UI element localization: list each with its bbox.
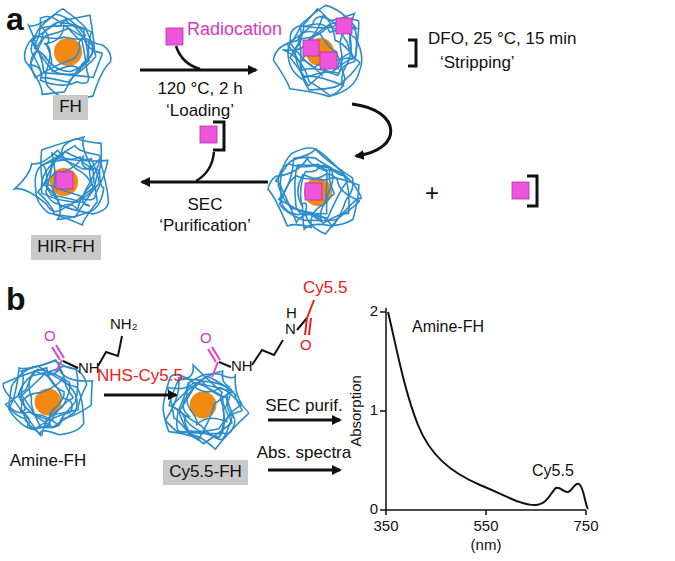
axis-unit: (nm): [471, 537, 502, 554]
tick-label: 2: [370, 303, 378, 320]
dfo-bracket: [213, 122, 224, 150]
polymer-coil: [35, 15, 95, 71]
dye-label: Cy5.5: [303, 279, 347, 298]
polymer-coil: [44, 25, 111, 98]
stripping-arrow: [352, 104, 391, 156]
plus-sign: +: [425, 180, 439, 206]
polymer-coil: [279, 149, 353, 227]
radiocation-square: [56, 172, 73, 189]
polymer-coil: [52, 153, 104, 219]
box-text: HIR-FH: [37, 238, 95, 257]
polymer-coil: [30, 29, 89, 86]
step-label: ‘Stripping’: [440, 54, 515, 73]
panel-letter: b: [6, 282, 26, 317]
step-label: ‘Purification’: [159, 217, 251, 236]
reagent-label: NHS-Cy5.5: [97, 367, 183, 386]
atom-label: NH₂: [110, 316, 138, 333]
tick-label: 350: [373, 518, 398, 535]
axis-title: Absorption: [348, 375, 365, 447]
radiocation-square: [166, 28, 183, 45]
condition-label: 120 °C, 2 h: [157, 80, 242, 99]
particle-label: Amine-FH: [10, 452, 87, 471]
tick-label: 550: [473, 518, 498, 535]
step-label: Abs. spectra: [257, 444, 352, 463]
tick-label: 750: [573, 518, 598, 535]
atom-label: O: [200, 330, 212, 347]
tick-label: 1: [370, 402, 378, 419]
label-box: HIR-FH: [31, 235, 101, 260]
atom-label: NH: [78, 360, 100, 377]
dfo-bracket: [527, 176, 537, 206]
method-label: SEC: [188, 196, 223, 215]
box-text: Cy5.5-FH: [169, 463, 242, 482]
curve-label: Cy5.5: [532, 462, 574, 480]
reagent-label: Radiocation: [187, 20, 282, 40]
chart-axes: [380, 308, 586, 515]
label-box: FH: [53, 95, 88, 120]
polymer-coil: [283, 16, 362, 96]
radiocation-square: [305, 183, 322, 200]
polymer-coil: [276, 157, 333, 222]
label-box: Cy5.5-FH: [163, 460, 248, 485]
outgoing-line: [196, 152, 214, 181]
atom-label: O: [44, 328, 56, 345]
step-label: SEC purif.: [265, 397, 342, 416]
conjugation-arrow: [104, 394, 176, 397]
radiocation-square: [512, 182, 529, 199]
tick-label: 0: [370, 501, 378, 518]
atom-label: N: [285, 321, 296, 338]
absorption-curve: [388, 312, 588, 509]
atom-label: H: [286, 305, 297, 322]
condition-label: DFO, 25 °C, 15 min: [428, 30, 577, 49]
incoming-line: [176, 46, 200, 69]
polymer-coil: [29, 370, 92, 428]
dfo-bracket: [408, 40, 416, 66]
polymer-coil: [3, 368, 64, 429]
polymer-coil: [268, 158, 327, 227]
radiocation-square: [200, 126, 217, 143]
atom-label: NH: [231, 358, 253, 375]
radiocation-square: [320, 52, 337, 69]
radiocation-square: [336, 18, 352, 34]
sec-arrow: [268, 419, 340, 422]
purification-arrow: [142, 181, 268, 184]
step-label: ‘Loading’: [166, 102, 234, 121]
atom-label: O: [300, 337, 312, 354]
cy55-linker: [208, 300, 314, 377]
box-text: FH: [59, 98, 82, 117]
polymer-coil: [5, 369, 70, 435]
panel-letter: a: [6, 2, 24, 37]
radiocation-square: [303, 40, 319, 56]
curve-label: Amine-FH: [412, 318, 484, 336]
spectra-arrow: [268, 469, 340, 472]
nanoparticles: [3, 5, 362, 449]
polymer-coil: [46, 158, 109, 213]
